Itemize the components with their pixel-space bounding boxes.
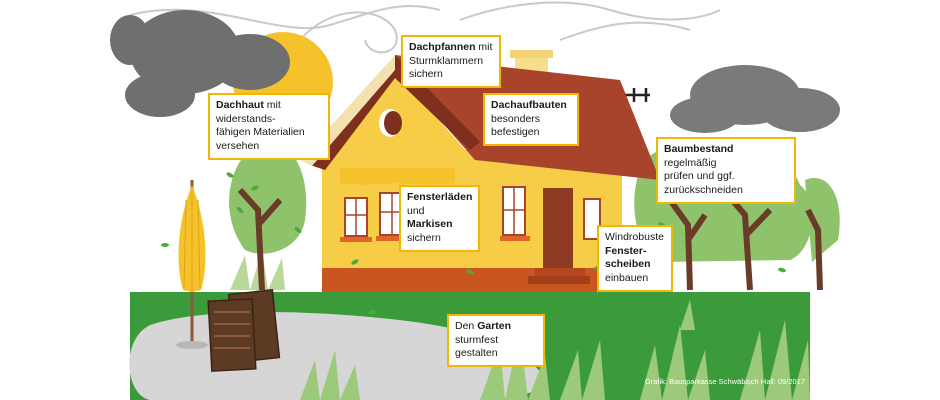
storm-cloud-left xyxy=(110,10,290,117)
label-fensterscheiben-pre: Windrobuste xyxy=(605,231,664,243)
parasol xyxy=(176,180,208,349)
label-dachpfannen-line2: Sturmklammern sichern xyxy=(409,54,484,81)
label-baumbestand-bold: Baumbestand xyxy=(664,143,734,155)
bushes-left xyxy=(230,250,285,290)
label-garten-pre: Den xyxy=(455,320,478,332)
label-fensterlaeden-rest2: sichern xyxy=(407,231,441,244)
label-fensterlaeden-bold: Fensterläden xyxy=(407,191,473,203)
label-garten-line2: gestalten xyxy=(455,347,498,360)
label-garten-bold: Garten xyxy=(477,320,512,332)
label-baumbestand-line2: prüfen und ggf. zurückschneiden xyxy=(664,170,743,196)
label-dachpfannen-bold: Dachpfannen xyxy=(409,41,476,53)
label-garten: Den Garten sturmfest gestalten xyxy=(447,314,545,367)
label-fensterlaeden-bold2: Markisen xyxy=(407,218,453,231)
label-fensterscheiben: Windrobuste Fenster- scheiben einbauen xyxy=(597,225,673,292)
label-fensterlaeden-rest: und xyxy=(407,204,425,217)
label-dachpfannen-rest: mit xyxy=(475,41,493,53)
label-dachaufbauten: Dachaufbauten besonders befestigen xyxy=(483,93,579,146)
label-dachhaut-rest: mit widerstands- xyxy=(216,99,281,125)
label-dachhaut-line2: fähigen Materialien versehen xyxy=(216,126,305,152)
label-dachpfannen: Dachpfannen mit Sturmklammern sichern xyxy=(401,35,501,88)
label-fensterscheiben-bold: Fenster- xyxy=(605,244,647,257)
label-fensterscheiben-bold2: scheiben xyxy=(605,258,651,271)
label-fensterscheiben-rest2: einbauen xyxy=(605,271,649,284)
label-dachaufbauten-line2: besonders befestigen xyxy=(491,112,541,139)
image-credit: Grafik: Bausparkasse Schwäbisch Hall: 09… xyxy=(644,377,805,386)
label-fensterlaeden: Fensterläden und Markisen sichern xyxy=(399,185,480,252)
label-baumbestand: Baumbestand regelmäßig prüfen und ggf. z… xyxy=(656,137,796,204)
label-garten-rest: sturmfest xyxy=(455,333,499,346)
label-dachaufbauten-bold: Dachaufbauten xyxy=(491,99,567,111)
storm-cloud-right xyxy=(670,65,840,133)
garden-chairs xyxy=(207,289,281,372)
label-dachhaut-bold: Dachhaut xyxy=(216,99,264,111)
label-dachhaut: Dachhaut mit widerstands- fähigen Materi… xyxy=(208,93,330,160)
tree-left xyxy=(229,140,307,291)
label-baumbestand-rest: regelmäßig xyxy=(664,156,717,169)
